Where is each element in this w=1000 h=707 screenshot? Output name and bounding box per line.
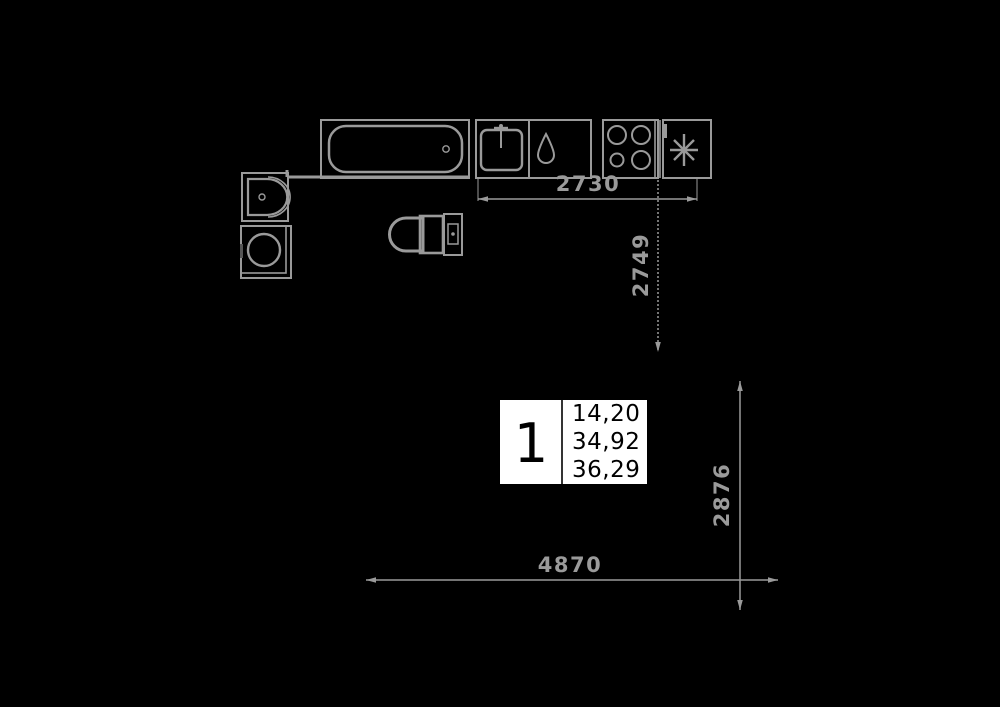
kitchen-faucet-head-icon <box>499 124 503 128</box>
washbasin-bowl <box>246 177 289 217</box>
dimension-label-2876: 2876 <box>710 463 734 527</box>
burner-icon-3 <box>609 152 625 168</box>
bathtub-drain-icon <box>442 145 450 153</box>
toilet-flush-icon <box>451 232 455 236</box>
bathtub-basin <box>327 124 464 174</box>
dimension-plan-height: 2876 <box>710 381 743 610</box>
washbasin-rim <box>267 176 291 218</box>
unit-value-3: 36,29 <box>572 457 640 483</box>
info-box-background <box>500 400 647 484</box>
snowflake-icon-spoke-4 <box>673 139 695 161</box>
water-drop-icon <box>536 131 556 164</box>
refrigerator-cabinet <box>662 119 712 179</box>
kitchen-counter-run <box>475 119 712 179</box>
toilet-bowl <box>388 216 425 253</box>
dimension-label-4870: 4870 <box>538 553 602 577</box>
toilet <box>388 213 463 256</box>
burner-icon-2 <box>631 125 651 145</box>
dimension-plan-width: 4870 <box>366 553 778 583</box>
washbasin <box>241 172 291 222</box>
toilet-cistern-inner <box>447 223 459 245</box>
kitchen-sink <box>479 124 524 172</box>
dimension-label-2749: 2749 <box>629 233 653 297</box>
bathtub-outline <box>320 119 470 179</box>
cooktop <box>607 120 667 178</box>
washing-machine-door-icon <box>246 232 282 268</box>
burner-icon-1 <box>607 125 627 145</box>
unit-info-box[interactable]: 1 14,20 34,92 36,29 <box>500 400 647 484</box>
toilet-cistern <box>443 213 463 256</box>
dimension-kitchen-depth: 2749 <box>629 180 661 352</box>
dishwasher-cabinet <box>528 119 592 179</box>
washbasin-drain-icon <box>258 193 266 201</box>
cooktop-knob-icon <box>662 124 667 138</box>
cooktop-cabinet <box>602 119 659 179</box>
dimension-kitchen-width: 2730 <box>477 172 698 202</box>
unit-number: 1 <box>514 412 548 475</box>
washing-machine <box>240 225 292 279</box>
bathtub <box>320 119 470 179</box>
refrigerator <box>670 134 698 166</box>
dishwasher <box>536 131 556 164</box>
washing-machine-hinge <box>240 244 243 258</box>
dimension-label-2730: 2730 <box>556 172 620 196</box>
unit-value-1: 14,20 <box>572 401 640 427</box>
unit-value-2: 34,92 <box>572 429 640 455</box>
burner-icon-4 <box>631 150 651 170</box>
